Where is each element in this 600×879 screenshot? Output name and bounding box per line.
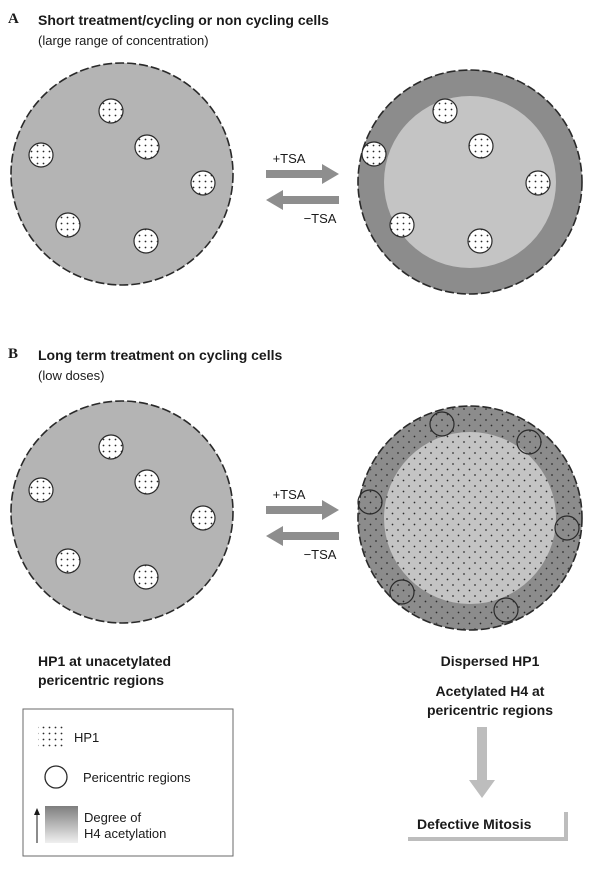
arrow-up-icon	[34, 808, 40, 843]
caption-line: pericentric regions	[426, 702, 554, 718]
panel-a-letter: A	[8, 11, 19, 27]
nucleus-a-treated	[357, 69, 583, 295]
hp1-foci	[28, 98, 216, 254]
panel-a-title: Short treatment/cycling or non cycling c…	[38, 12, 329, 28]
minus-tsa-label-b: −TSA	[304, 547, 337, 562]
hp1-foci	[361, 98, 551, 254]
legend-hp1-swatch	[38, 724, 64, 750]
forward-arrow-a	[266, 164, 339, 184]
tsa-arrows-b: +TSA −TSA	[266, 487, 339, 562]
caption-dispersed-hp1: Dispersed HP1	[440, 653, 540, 669]
pericentric-regions	[357, 411, 580, 623]
nucleus-a-untreated	[10, 62, 234, 286]
plus-tsa-label-a: +TSA	[273, 151, 306, 166]
hp1-foci	[28, 434, 216, 590]
outcome-arrow	[469, 727, 495, 798]
panel-b-title: Long term treatment on cycling cells	[38, 347, 283, 363]
panel-a-subtitle: (large range of concentration)	[38, 33, 209, 48]
reverse-arrow-b	[266, 526, 339, 546]
legend-hp1-label: HP1	[74, 730, 99, 745]
panel-b-letter: B	[8, 346, 19, 362]
caption-acetylated-h4: Acetylated H4 at pericentric regions	[390, 682, 590, 720]
caption-line: Acetylated H4 at	[435, 683, 545, 699]
plus-tsa-label-b: +TSA	[273, 487, 306, 502]
caption-line: HP1 at unacetylated	[38, 653, 172, 669]
legend-pericentric-label: Pericentric regions	[83, 770, 191, 785]
nucleus-b-untreated	[10, 400, 234, 624]
minus-tsa-label-a: −TSA	[304, 211, 337, 226]
nucleus-b-treated	[357, 405, 583, 631]
panel-b-subtitle: (low doses)	[38, 368, 105, 383]
legend-acetylation-label-1: Degree of	[84, 810, 141, 825]
forward-arrow-b	[266, 500, 339, 520]
reverse-arrow-a	[266, 190, 339, 210]
outcome-bracket	[408, 812, 568, 841]
tsa-arrows-a: +TSA −TSA	[266, 151, 339, 226]
legend-acetylation-label-2: H4 acetylation	[84, 826, 166, 841]
outcome-label: Defective Mitosis	[417, 816, 532, 832]
caption-line: pericentric regions	[38, 672, 165, 688]
legend-box: HP1 Pericentric regions Degree of H4 ace…	[22, 708, 234, 857]
caption-unacetylated: HP1 at unacetylated pericentric regions	[38, 652, 171, 690]
legend-acetylation-gradient	[45, 806, 78, 843]
legend-pericentric-swatch	[44, 765, 68, 789]
